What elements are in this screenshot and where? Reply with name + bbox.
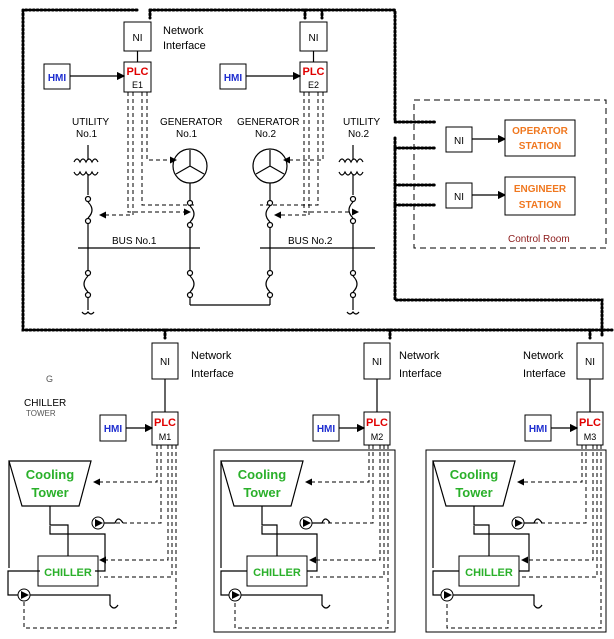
svg-text:Cooling: Cooling bbox=[450, 467, 498, 482]
svg-text:Network: Network bbox=[191, 350, 232, 362]
top-ni-e1: NI bbox=[123, 21, 152, 52]
svg-text:G: G bbox=[46, 374, 53, 384]
breakers-lower bbox=[81, 248, 360, 315]
svg-text:M2: M2 bbox=[371, 432, 384, 442]
svg-text:Interface: Interface bbox=[523, 368, 566, 380]
svg-text:NI: NI bbox=[133, 33, 143, 44]
svg-text:Interface: Interface bbox=[191, 368, 234, 380]
generator-2 bbox=[252, 148, 288, 200]
svg-text:Tower: Tower bbox=[31, 485, 68, 500]
svg-text:No.1: No.1 bbox=[176, 129, 198, 140]
svg-text:STATION: STATION bbox=[519, 200, 561, 211]
svg-text:E1: E1 bbox=[132, 80, 143, 90]
svg-text:Cooling: Cooling bbox=[26, 467, 74, 482]
plant-m2: NI Network Interface PLC M2 HMI Cooling … bbox=[213, 342, 442, 633]
svg-text:STATION: STATION bbox=[519, 141, 561, 152]
svg-text:GENERATOR: GENERATOR bbox=[160, 117, 222, 128]
top-ni-e2: NI bbox=[299, 21, 328, 52]
svg-text:CHILLER: CHILLER bbox=[253, 567, 301, 579]
svg-text:PLC: PLC bbox=[579, 417, 601, 429]
svg-text:Network: Network bbox=[163, 25, 204, 37]
svg-text:ENGINEER: ENGINEER bbox=[514, 184, 567, 195]
svg-text:E2: E2 bbox=[308, 80, 319, 90]
svg-text:HMI: HMI bbox=[317, 424, 336, 435]
svg-text:OPERATOR: OPERATOR bbox=[512, 126, 569, 137]
plant-m3: NI Network Interface PLC M3 HMI Cooling … bbox=[425, 342, 607, 633]
svg-text:PLC: PLC bbox=[303, 66, 325, 78]
svg-text:UTILITY: UTILITY bbox=[72, 117, 110, 128]
svg-text:NI: NI bbox=[454, 136, 464, 147]
control-lines-e2 bbox=[260, 92, 359, 219]
svg-text:Tower: Tower bbox=[243, 485, 280, 500]
svg-text:PLC: PLC bbox=[127, 66, 149, 78]
plc-e2: PLC E2 bbox=[299, 61, 328, 93]
svg-text:No.1: No.1 bbox=[76, 129, 98, 140]
svg-text:Tower: Tower bbox=[455, 485, 492, 500]
svg-text:BUS No.2: BUS No.2 bbox=[288, 236, 333, 247]
generator-1 bbox=[172, 148, 208, 200]
svg-text:Interface: Interface bbox=[399, 368, 442, 380]
svg-text:CHILLER: CHILLER bbox=[465, 567, 513, 579]
svg-text:NI: NI bbox=[372, 357, 382, 368]
transformer-1 bbox=[73, 145, 99, 195]
svg-text:M1: M1 bbox=[159, 432, 172, 442]
svg-text:Interface: Interface bbox=[163, 40, 206, 52]
svg-text:BUS No.1: BUS No.1 bbox=[112, 236, 157, 247]
hmi-e2: HMI bbox=[219, 63, 247, 90]
svg-text:Cooling: Cooling bbox=[238, 467, 286, 482]
svg-text:HMI: HMI bbox=[224, 73, 243, 84]
svg-text:NI: NI bbox=[454, 192, 464, 203]
svg-text:Network: Network bbox=[523, 350, 564, 362]
svg-text:Control Room: Control Room bbox=[508, 234, 570, 245]
transformer-2 bbox=[338, 145, 364, 195]
svg-text:UTILITY: UTILITY bbox=[343, 117, 381, 128]
svg-text:HMI: HMI bbox=[529, 424, 548, 435]
svg-text:No.2: No.2 bbox=[348, 129, 370, 140]
control-lines-e1 bbox=[99, 92, 195, 219]
svg-text:GENERATOR: GENERATOR bbox=[237, 117, 299, 128]
control-room: NI NI OPERATOR STATION ENGINEER STATION … bbox=[413, 99, 607, 249]
svg-text:CHILLER: CHILLER bbox=[44, 567, 92, 579]
breakers-upper bbox=[84, 195, 357, 248]
svg-text:PLC: PLC bbox=[154, 417, 176, 429]
plc-e1: PLC E1 bbox=[123, 61, 152, 93]
svg-text:CHILLER: CHILLER bbox=[24, 398, 66, 409]
svg-text:No.2: No.2 bbox=[255, 129, 277, 140]
svg-text:NI: NI bbox=[309, 33, 319, 44]
svg-text:NI: NI bbox=[160, 357, 170, 368]
svg-text:PLC: PLC bbox=[366, 417, 388, 429]
plant-m1: NI Network Interface PLC M1 HMI Cooling … bbox=[7, 342, 234, 629]
svg-text:HMI: HMI bbox=[48, 73, 67, 84]
svg-text:TOWER: TOWER bbox=[26, 409, 56, 418]
svg-text:HMI: HMI bbox=[104, 424, 123, 435]
hmi-e1: HMI bbox=[43, 63, 71, 90]
svg-text:Network: Network bbox=[399, 350, 440, 362]
network-cabling bbox=[21, 8, 614, 340]
svg-text:NI: NI bbox=[585, 357, 595, 368]
svg-text:M3: M3 bbox=[584, 432, 597, 442]
legend-chiller-tower: G CHILLER TOWER bbox=[24, 374, 66, 418]
